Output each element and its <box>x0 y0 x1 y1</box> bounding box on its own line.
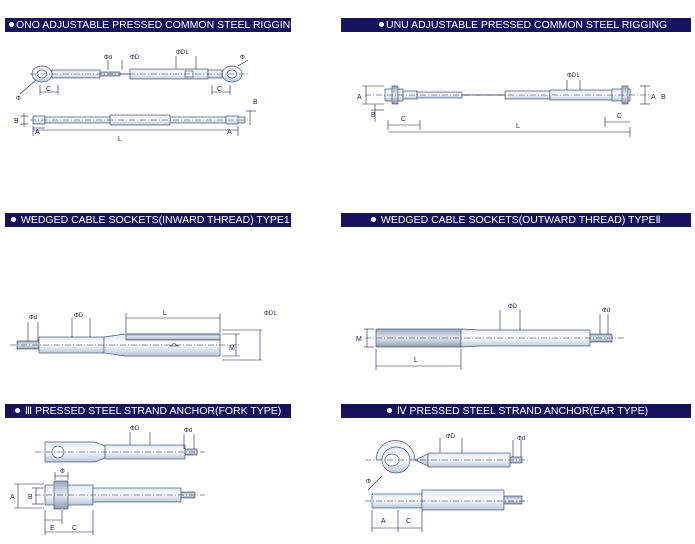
bullet-icon <box>379 22 384 27</box>
ono-dim-phiD1: ΦD1 <box>176 50 189 56</box>
bullet-icon <box>15 408 20 413</box>
ono-dim-c-right: C <box>217 86 222 93</box>
header-ono-label: ONO ADJUSTABLE PRESSED COMMON STEEL RIGG… <box>16 19 291 31</box>
bullet-icon <box>387 408 392 413</box>
unu-dim-a-right: A <box>651 94 656 101</box>
wedged-outward-dimension-lines <box>364 310 625 370</box>
header-unu-label: UNU ADJUSTABLE PRESSED COMMON STEEL RIGG… <box>386 19 668 31</box>
unu-dim-c-right: C <box>617 113 622 120</box>
ono-dim-phid: Φd <box>104 55 112 61</box>
bullet-icon <box>11 217 16 222</box>
outward-dim-l: L <box>414 357 418 364</box>
ono-dim-c-left: C <box>46 86 51 93</box>
ono-dim-b-right: B <box>253 99 258 106</box>
ono-dim-phiD: ΦD <box>130 55 140 61</box>
ear-dim-phid: Φd <box>517 436 525 442</box>
unu-dim-b-left: B <box>371 112 376 119</box>
unu-right-body <box>549 89 613 101</box>
ear-anchor-drawing <box>371 440 523 511</box>
unu-dim-l: L <box>516 123 520 130</box>
header-unu-rigging: UNU ADJUSTABLE PRESSED COMMON STEEL RIGG… <box>341 18 691 32</box>
fork-dim-phiD: ΦD <box>130 426 140 432</box>
inward-dim-l: L <box>163 310 167 317</box>
header-wedged-outward: WEDGED CABLE SOCKETS(OUTWARD THREAD) TYP… <box>341 213 691 227</box>
ono-dim-l: L <box>118 136 122 143</box>
wedged-inward-dimension-lines <box>10 313 262 361</box>
unu-dim-phiD1: ΦD1 <box>567 73 580 79</box>
ear-dim-c: C <box>406 518 411 525</box>
inward-dim-m: M <box>229 345 235 352</box>
header-ear-anchor-label: Ⅳ PRESSED STEEL STRAND ANCHOR(EAR TYPE) <box>396 405 649 417</box>
wedged-inward-drawing <box>16 333 221 357</box>
ono-dim-a-right: A <box>227 129 232 136</box>
ono-dim-phi-left: Φ <box>16 96 21 102</box>
header-wedged-inward-label: WEDGED CABLE SOCKETS(INWARD THREAD) TYPE… <box>20 214 290 226</box>
header-ono-rigging: ONO ADJUSTABLE PRESSED COMMON STEEL RIGG… <box>5 18 291 32</box>
inward-dim-phiD: ΦD <box>74 313 84 319</box>
header-wedged-outward-label: WEDGED CABLE SOCKETS(OUTWARD THREAD) TYP… <box>380 214 661 226</box>
outward-socket-body <box>460 328 591 348</box>
fork-dim-e: E <box>50 525 55 532</box>
bullet-icon <box>371 217 376 222</box>
ear-dim-phiD: ΦD <box>446 434 456 440</box>
fork-dim-b: B <box>28 494 33 501</box>
unu-dimension-lines <box>362 80 650 137</box>
bullet-icon <box>9 22 14 27</box>
ono-dim-a-left: A <box>35 129 40 136</box>
fork-dimension-lines <box>14 432 205 535</box>
fork-dim-phi: Φ <box>60 469 65 475</box>
inward-dim-phiD1: ΦD1 <box>264 311 277 317</box>
unu-dim-b-right: B <box>661 94 666 101</box>
ono-dimension-lines <box>19 56 256 136</box>
inward-thread-zone <box>125 333 221 341</box>
ono-rigging-drawing <box>31 65 246 126</box>
unu-dim-c-left: C <box>401 116 406 123</box>
unu-dim-a-left: A <box>357 94 362 101</box>
ear-dim-a: A <box>381 518 386 525</box>
outward-dim-phid: Φd <box>602 308 610 314</box>
outward-dim-phiD: ΦD <box>508 304 518 310</box>
header-fork-anchor-label: Ⅲ PRESSED STEEL STRAND ANCHOR(FORK TYPE) <box>24 405 282 417</box>
inward-dim-phid: Φd <box>29 315 37 321</box>
header-fork-anchor: Ⅲ PRESSED STEEL STRAND ANCHOR(FORK TYPE) <box>5 404 291 418</box>
fork-dim-c: C <box>72 525 77 532</box>
fork-dim-phid: Φd <box>184 428 192 434</box>
outward-dim-m: M <box>356 336 362 343</box>
ono-dim-phi-right: Φ <box>240 55 245 61</box>
header-ear-anchor: Ⅳ PRESSED STEEL STRAND ANCHOR(EAR TYPE) <box>341 404 691 418</box>
ono-dim-b-left: B <box>14 118 19 125</box>
fork-dim-a: A <box>10 494 15 501</box>
ear-dim-phi: Φ <box>366 479 371 485</box>
ear-dimension-lines <box>365 438 530 532</box>
ear-side-cable <box>503 495 523 505</box>
ear-side-body <box>421 489 505 511</box>
header-wedged-inward: WEDGED CABLE SOCKETS(INWARD THREAD) TYPE… <box>5 213 291 227</box>
